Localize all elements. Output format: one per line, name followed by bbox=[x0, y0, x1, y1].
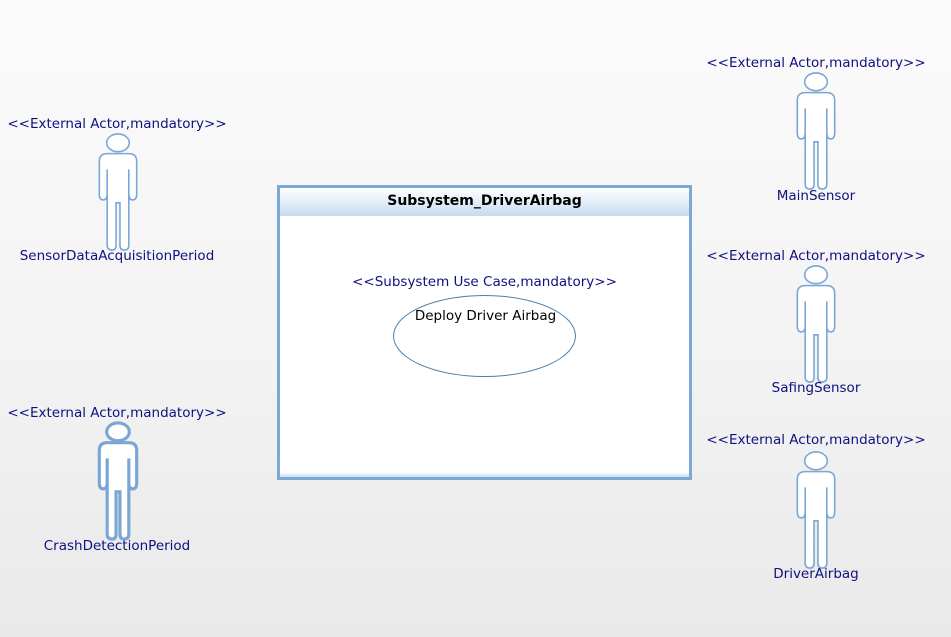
subsystem-title: Subsystem_DriverAirbag bbox=[280, 188, 689, 216]
actor-stereotype: <<External Actor,mandatory>> bbox=[7, 405, 227, 421]
actor-safing-sensor[interactable]: <<External Actor,mandatory>> SafingSenso… bbox=[696, 248, 936, 398]
use-case-stereotype: <<Subsystem Use Case,mandatory>> bbox=[352, 274, 617, 290]
actor-name: SensorDataAcquisitionPeriod bbox=[19, 248, 215, 264]
actor-name: SafingSensor bbox=[771, 380, 861, 396]
actor-stereotype: <<External Actor,mandatory>> bbox=[706, 248, 926, 264]
use-case-deploy-driver-airbag[interactable]: Deploy Driver Airbag bbox=[393, 295, 576, 377]
actor-stereotype: <<External Actor,mandatory>> bbox=[706, 432, 926, 448]
actor-name: CrashDetectionPeriod bbox=[43, 538, 191, 554]
actor-sensor-data-acquisition-period[interactable]: <<External Actor,mandatory>> SensorDataA… bbox=[0, 116, 237, 266]
actor-icon bbox=[98, 133, 138, 251]
subsystem-frame[interactable]: Subsystem_DriverAirbag <<Subsystem Use C… bbox=[277, 185, 692, 480]
actor-main-sensor[interactable]: <<External Actor,mandatory>> MainSensor bbox=[696, 55, 936, 205]
actor-icon bbox=[97, 421, 139, 541]
actor-crash-detection-period[interactable]: <<External Actor,mandatory>> CrashDetect… bbox=[0, 405, 237, 555]
actor-name: MainSensor bbox=[776, 188, 856, 204]
actor-driver-airbag[interactable]: <<External Actor,mandatory>> DriverAirba… bbox=[696, 432, 936, 582]
actor-name: DriverAirbag bbox=[773, 566, 859, 582]
use-case-name: Deploy Driver Airbag bbox=[414, 308, 557, 324]
actor-icon bbox=[796, 72, 836, 190]
actor-stereotype: <<External Actor,mandatory>> bbox=[7, 116, 227, 132]
actor-icon bbox=[796, 451, 836, 569]
subsystem-bottom-band bbox=[280, 472, 689, 477]
actor-stereotype: <<External Actor,mandatory>> bbox=[706, 55, 926, 71]
actor-icon bbox=[796, 265, 836, 383]
